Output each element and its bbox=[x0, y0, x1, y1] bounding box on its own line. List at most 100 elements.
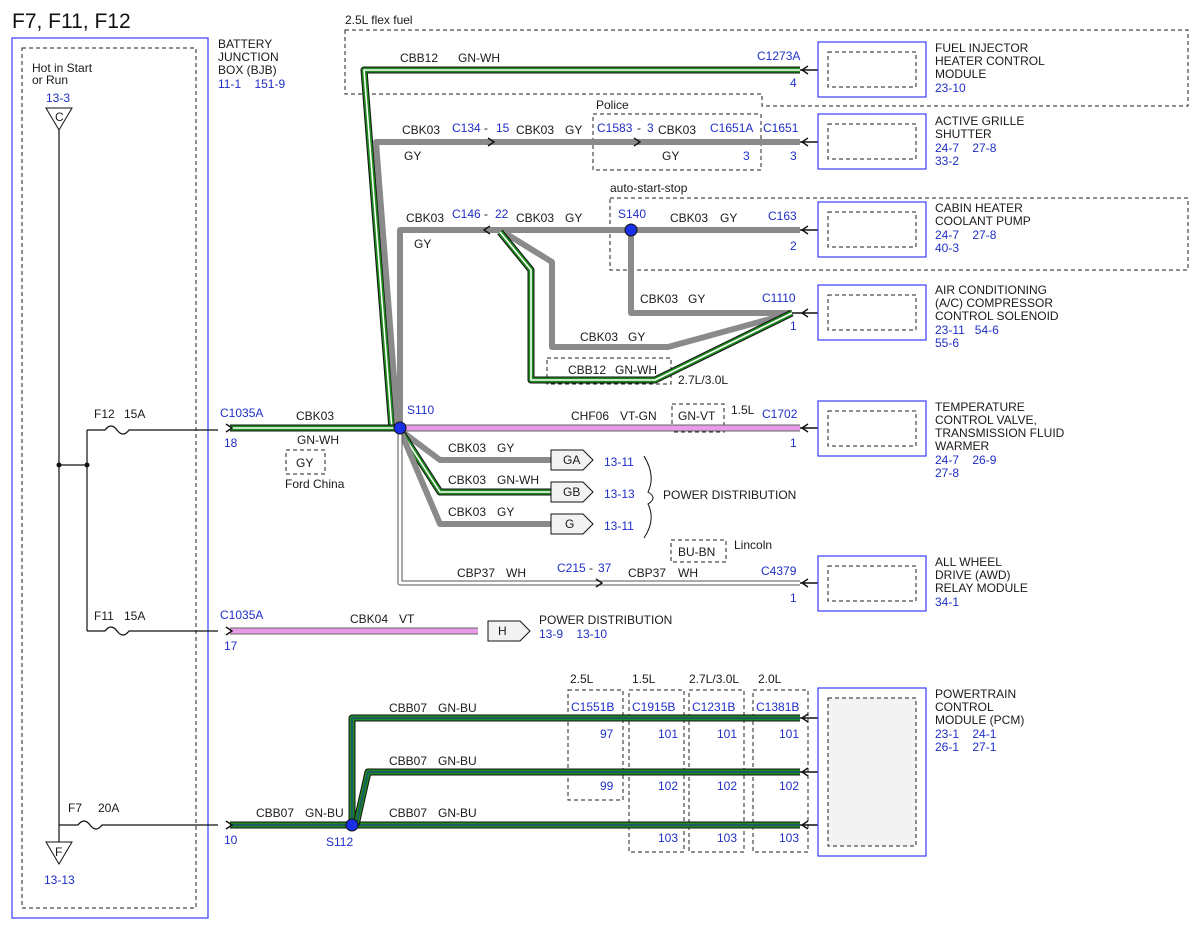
wire-cbk03-c-color: GY bbox=[662, 149, 679, 163]
tag-ga-icon bbox=[550, 449, 594, 471]
wire-cbb12-top-color: GN-WH bbox=[458, 51, 500, 65]
wire-labels: CBB12 GN-WH CBK03 GY CBK03 GY CBK03 GY C… bbox=[256, 51, 737, 820]
flex-fuel-box bbox=[344, 29, 1189, 107]
lincoln-label: Lincoln bbox=[734, 538, 772, 552]
c1273a-pin: 4 bbox=[790, 76, 797, 90]
c1035a-arrow-icon bbox=[225, 423, 234, 433]
c1583-arrow-icon bbox=[633, 137, 642, 147]
bjb-name-line3: BOX (BJB) bbox=[218, 63, 277, 77]
tag-h-icon bbox=[487, 620, 531, 642]
tag-g-label: G bbox=[565, 517, 574, 531]
police-label: Police bbox=[596, 98, 629, 112]
awd-refs: 34-1 bbox=[935, 595, 959, 609]
component-temp-valve bbox=[817, 400, 927, 457]
c4379-label: C4379 bbox=[761, 564, 797, 578]
engine-15-label: 1.5L bbox=[731, 403, 755, 417]
c1583-label: C1583 bbox=[597, 121, 633, 135]
c1035a-2-label: C1035A bbox=[220, 608, 263, 622]
c4379-pin: 1 bbox=[790, 591, 797, 605]
c1651-label: C1651 bbox=[763, 121, 799, 135]
wire-cbk04-color: VT bbox=[399, 612, 415, 626]
fuse-f7-name: F7 bbox=[68, 801, 82, 815]
splice-s140-icon bbox=[624, 223, 638, 237]
c1915b-pin1: 101 bbox=[658, 727, 678, 741]
cabin-heater-refs1: 24-7 27-8 bbox=[935, 228, 997, 242]
bjb-junction-dot bbox=[84, 462, 90, 468]
c215-label: C215 bbox=[557, 561, 586, 575]
awd-line1: ALL WHEEL bbox=[935, 555, 1002, 569]
wire-cbk03-gb-color: GN-WH bbox=[497, 473, 539, 487]
fuse-f7-rating: 20A bbox=[98, 801, 119, 815]
component-fuel-injector-inner bbox=[827, 51, 917, 88]
awd-line2: DRIVE (AWD) bbox=[935, 568, 1011, 582]
c1915b-label: C1915B bbox=[632, 700, 675, 714]
cabin-heater-line1: CABIN HEATER bbox=[935, 201, 1023, 215]
power-dist-label: POWER DISTRIBUTION bbox=[663, 488, 796, 502]
wire-cbk03-c-label: CBK03 bbox=[658, 123, 696, 137]
fuse-f12-name: F12 bbox=[94, 407, 115, 421]
wire-cbb07-a-stripe bbox=[351, 717, 800, 825]
c1551b-label: C1551B bbox=[571, 700, 614, 714]
ford-china-color: GY bbox=[296, 456, 313, 470]
wire-cbk03-g2-label: CBK03 bbox=[448, 505, 486, 519]
fuse-f7-icon bbox=[59, 820, 218, 830]
component-ac-compressor bbox=[817, 284, 927, 341]
wire-cbb12-mid-color: GN-WH bbox=[615, 363, 657, 377]
wire-cbk03-main-color: GN-WH bbox=[297, 433, 339, 447]
c1231b-pin1: 101 bbox=[717, 727, 737, 741]
eng-2730b-label: 2.7L/3.0L bbox=[689, 672, 739, 686]
splices: S110 S140 S112 bbox=[326, 207, 646, 849]
c1231b-label: C1231B bbox=[692, 700, 735, 714]
wire-cbb12-mid-stripe bbox=[499, 231, 793, 381]
gn-vt-label: GN-VT bbox=[678, 409, 716, 423]
tag-ga-label: GA bbox=[563, 453, 580, 467]
wire-cbb12-mid-label: CBB12 bbox=[568, 363, 606, 377]
wire-cbb07-d-color: GN-BU bbox=[438, 806, 477, 820]
wire-cbk03-b-color: GY bbox=[565, 123, 582, 137]
ac-line2: (A/C) COMPRESSOR bbox=[935, 296, 1053, 310]
component-pcm-inner bbox=[827, 697, 917, 847]
bjb-bottom-ref: 13-13 bbox=[44, 873, 75, 887]
c134-label: C134 bbox=[452, 121, 481, 135]
battery-junction-box: BATTERY JUNCTION BOX (BJB) 11-1 151-9 Ho… bbox=[11, 37, 285, 919]
c1381b-label: C1381B bbox=[756, 700, 799, 714]
temp-valve-refs2: 27-8 bbox=[935, 466, 959, 480]
tag-gb-ref: 13-13 bbox=[604, 487, 635, 501]
wire-cbk03-ga bbox=[398, 427, 551, 463]
wire-cbk04-label: CBK04 bbox=[350, 612, 388, 626]
c1651-pin: 3 bbox=[790, 149, 797, 163]
wire-cbk03-cabin bbox=[397, 227, 800, 430]
bjb-junction-dot bbox=[56, 462, 62, 468]
bjb-bottom-letter: F bbox=[55, 845, 62, 859]
splice-s110-label: S110 bbox=[407, 403, 434, 417]
wire-cbk03-g-label: CBK03 bbox=[640, 292, 678, 306]
wire-cbk03-d-label: CBK03 bbox=[406, 211, 444, 225]
wire-cbp37-a-color: WH bbox=[506, 566, 526, 580]
component-active-grille bbox=[817, 113, 927, 170]
wire-cbb12-top-label: CBB12 bbox=[400, 51, 438, 65]
wire-cbk03-e-color: GY bbox=[565, 211, 582, 225]
c1110-label: C1110 bbox=[762, 291, 796, 305]
components: FUEL INJECTOR HEATER CONTROL MODULE 23-1… bbox=[817, 41, 1065, 857]
c1035a-1-pin: 18 bbox=[224, 436, 238, 450]
component-awd-relay bbox=[817, 555, 927, 612]
wire-cbb07-a-label: CBB07 bbox=[389, 701, 427, 715]
wire-cbk03-g2-color: GY bbox=[497, 505, 514, 519]
c1035a-2-pin: 17 bbox=[224, 639, 238, 653]
ac-refs1: 23-11 54-6 bbox=[935, 323, 999, 337]
component-ac-compressor-inner bbox=[827, 294, 917, 331]
pcm-refs1: 23-1 24-1 bbox=[935, 727, 997, 741]
flex-fuel-label: 2.5L flex fuel bbox=[345, 13, 413, 27]
c1035a-2-arrow-icon bbox=[225, 626, 234, 636]
ac-refs2: 55-6 bbox=[935, 336, 959, 350]
wire-cbk03-gb-stripe bbox=[399, 429, 551, 493]
component-temp-valve-inner bbox=[827, 410, 917, 447]
wire-cbb07-b-label: CBB07 bbox=[389, 754, 427, 768]
wire-cbk03-main-label: CBK03 bbox=[296, 409, 334, 423]
wire-cbk03-h-label: CBK03 bbox=[580, 330, 618, 344]
c146-pin: 22 bbox=[495, 207, 509, 221]
bjb-top-triangle-icon bbox=[45, 107, 73, 131]
wire-cbb07-a-color: GN-BU bbox=[438, 701, 477, 715]
wire-chf06-label: CHF06 bbox=[571, 409, 609, 423]
